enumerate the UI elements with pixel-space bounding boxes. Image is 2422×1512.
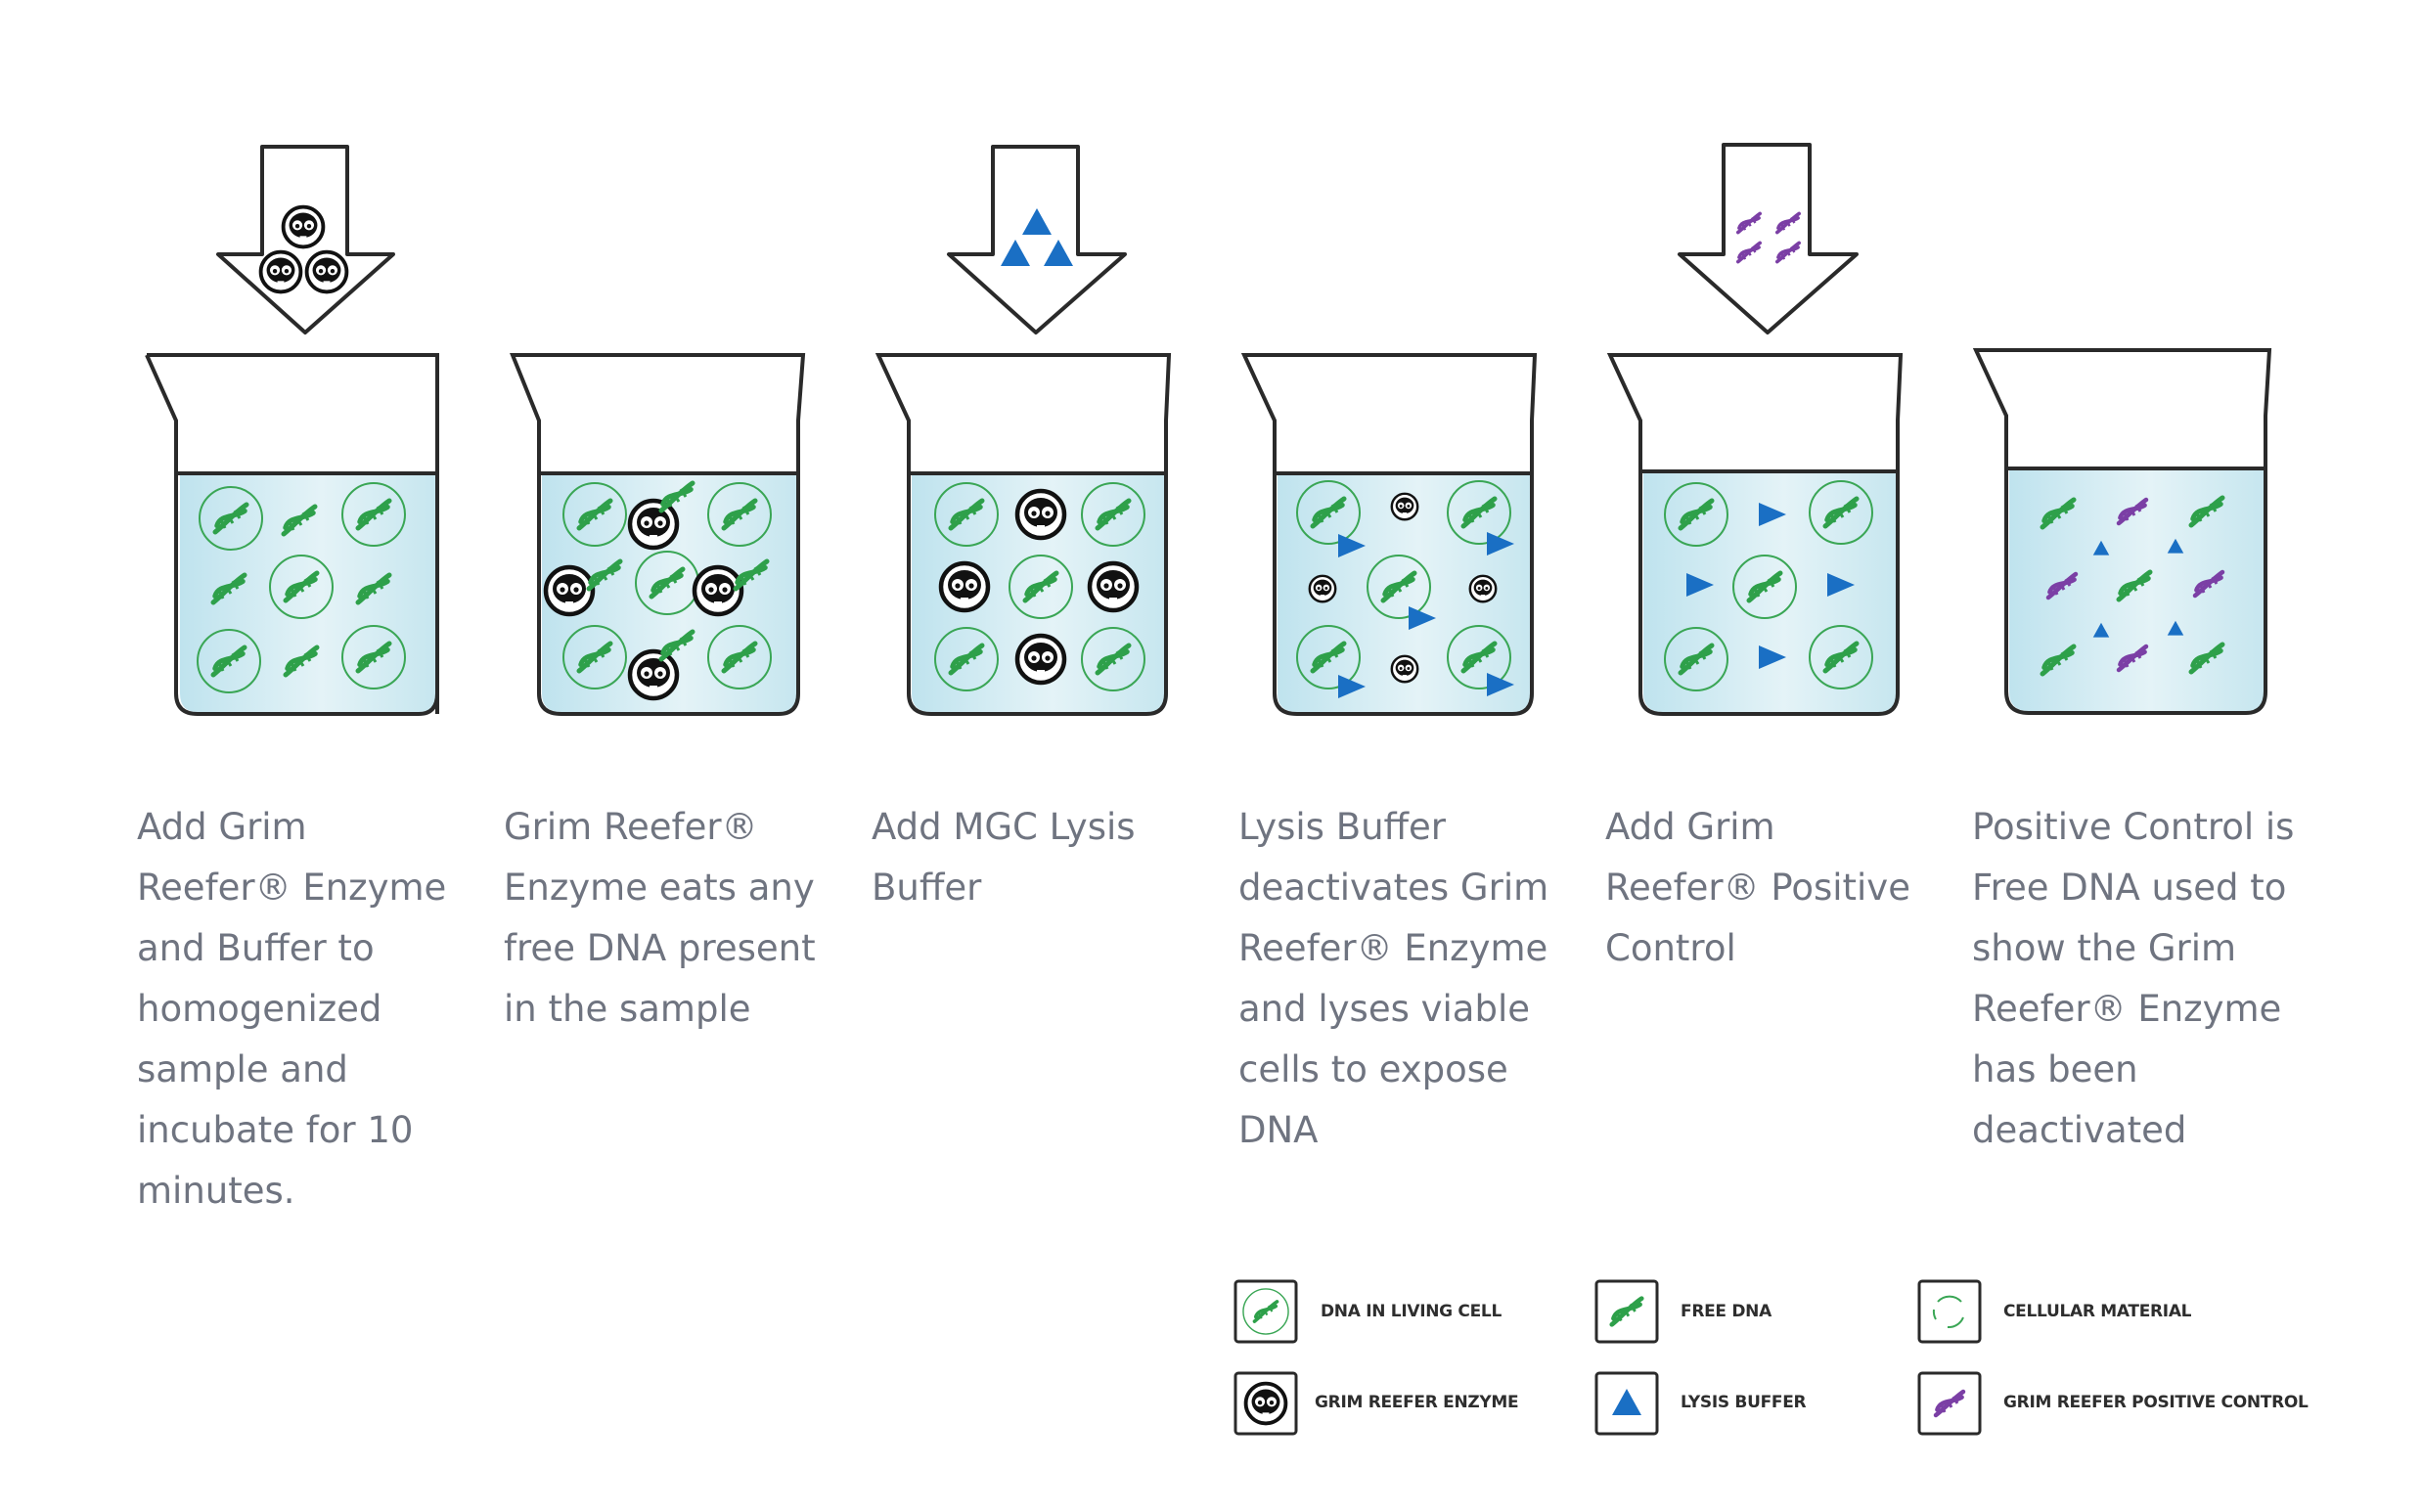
beaker-6 [1972,348,2272,715]
legend-label-lysis-buffer: LYSIS BUFFER [1681,1393,1807,1412]
step-3-caption: Add MGC Lysis Buffer [872,806,1136,909]
beaker-5 [1606,353,1904,716]
legend-cellular-material-icon [1917,1279,1982,1344]
arrow-add-positive-control [1678,143,1859,334]
step-5-caption: Add Grim Reefer® Positive Control [1605,806,1910,969]
beaker-4 [1240,353,1538,716]
arrow-enzyme-icon-2 [258,249,303,294]
step-1-caption: Add Grim Reefer® Enzyme and Buffer to ho… [137,806,447,1212]
legend-label-cellular-material: CELLULAR MATERIAL [2003,1302,2192,1321]
step-2-caption: Grim Reefer® Enzyme eats any free DNA pr… [504,806,816,1030]
arrow-enzyme-icon-1 [281,204,326,249]
step-6-caption: Positive Control is Free DNA used to sho… [1972,806,2295,1151]
legend-label-free-dna: FREE DNA [1681,1302,1772,1321]
legend-positive-control-icon [1917,1371,1982,1436]
beaker-2 [510,353,806,716]
legend-dna-in-cell-icon [1233,1279,1298,1344]
step-4-caption: Lysis Buffer deactivates Grim Reefer® En… [1238,806,1549,1151]
legend-grim-reefer-enzyme-icon [1233,1371,1298,1436]
arrow-add-enzyme [216,145,395,334]
arrow-enzyme-icon-3 [304,249,349,294]
legend-free-dna-icon [1594,1279,1659,1344]
beaker-1 [145,353,439,716]
beaker-3 [875,353,1172,716]
legend-label-positive-control: GRIM REEFER POSITIVE CONTROL [2003,1393,2309,1412]
legend-label-grim-reefer-enzyme: GRIM REEFER ENZYME [1315,1393,1519,1412]
arrow-add-lysis-buffer [947,145,1127,334]
legend-label-dna-in-living-cell: DNA IN LIVING CELL [1321,1302,1502,1321]
legend-lysis-buffer-icon [1594,1371,1659,1436]
